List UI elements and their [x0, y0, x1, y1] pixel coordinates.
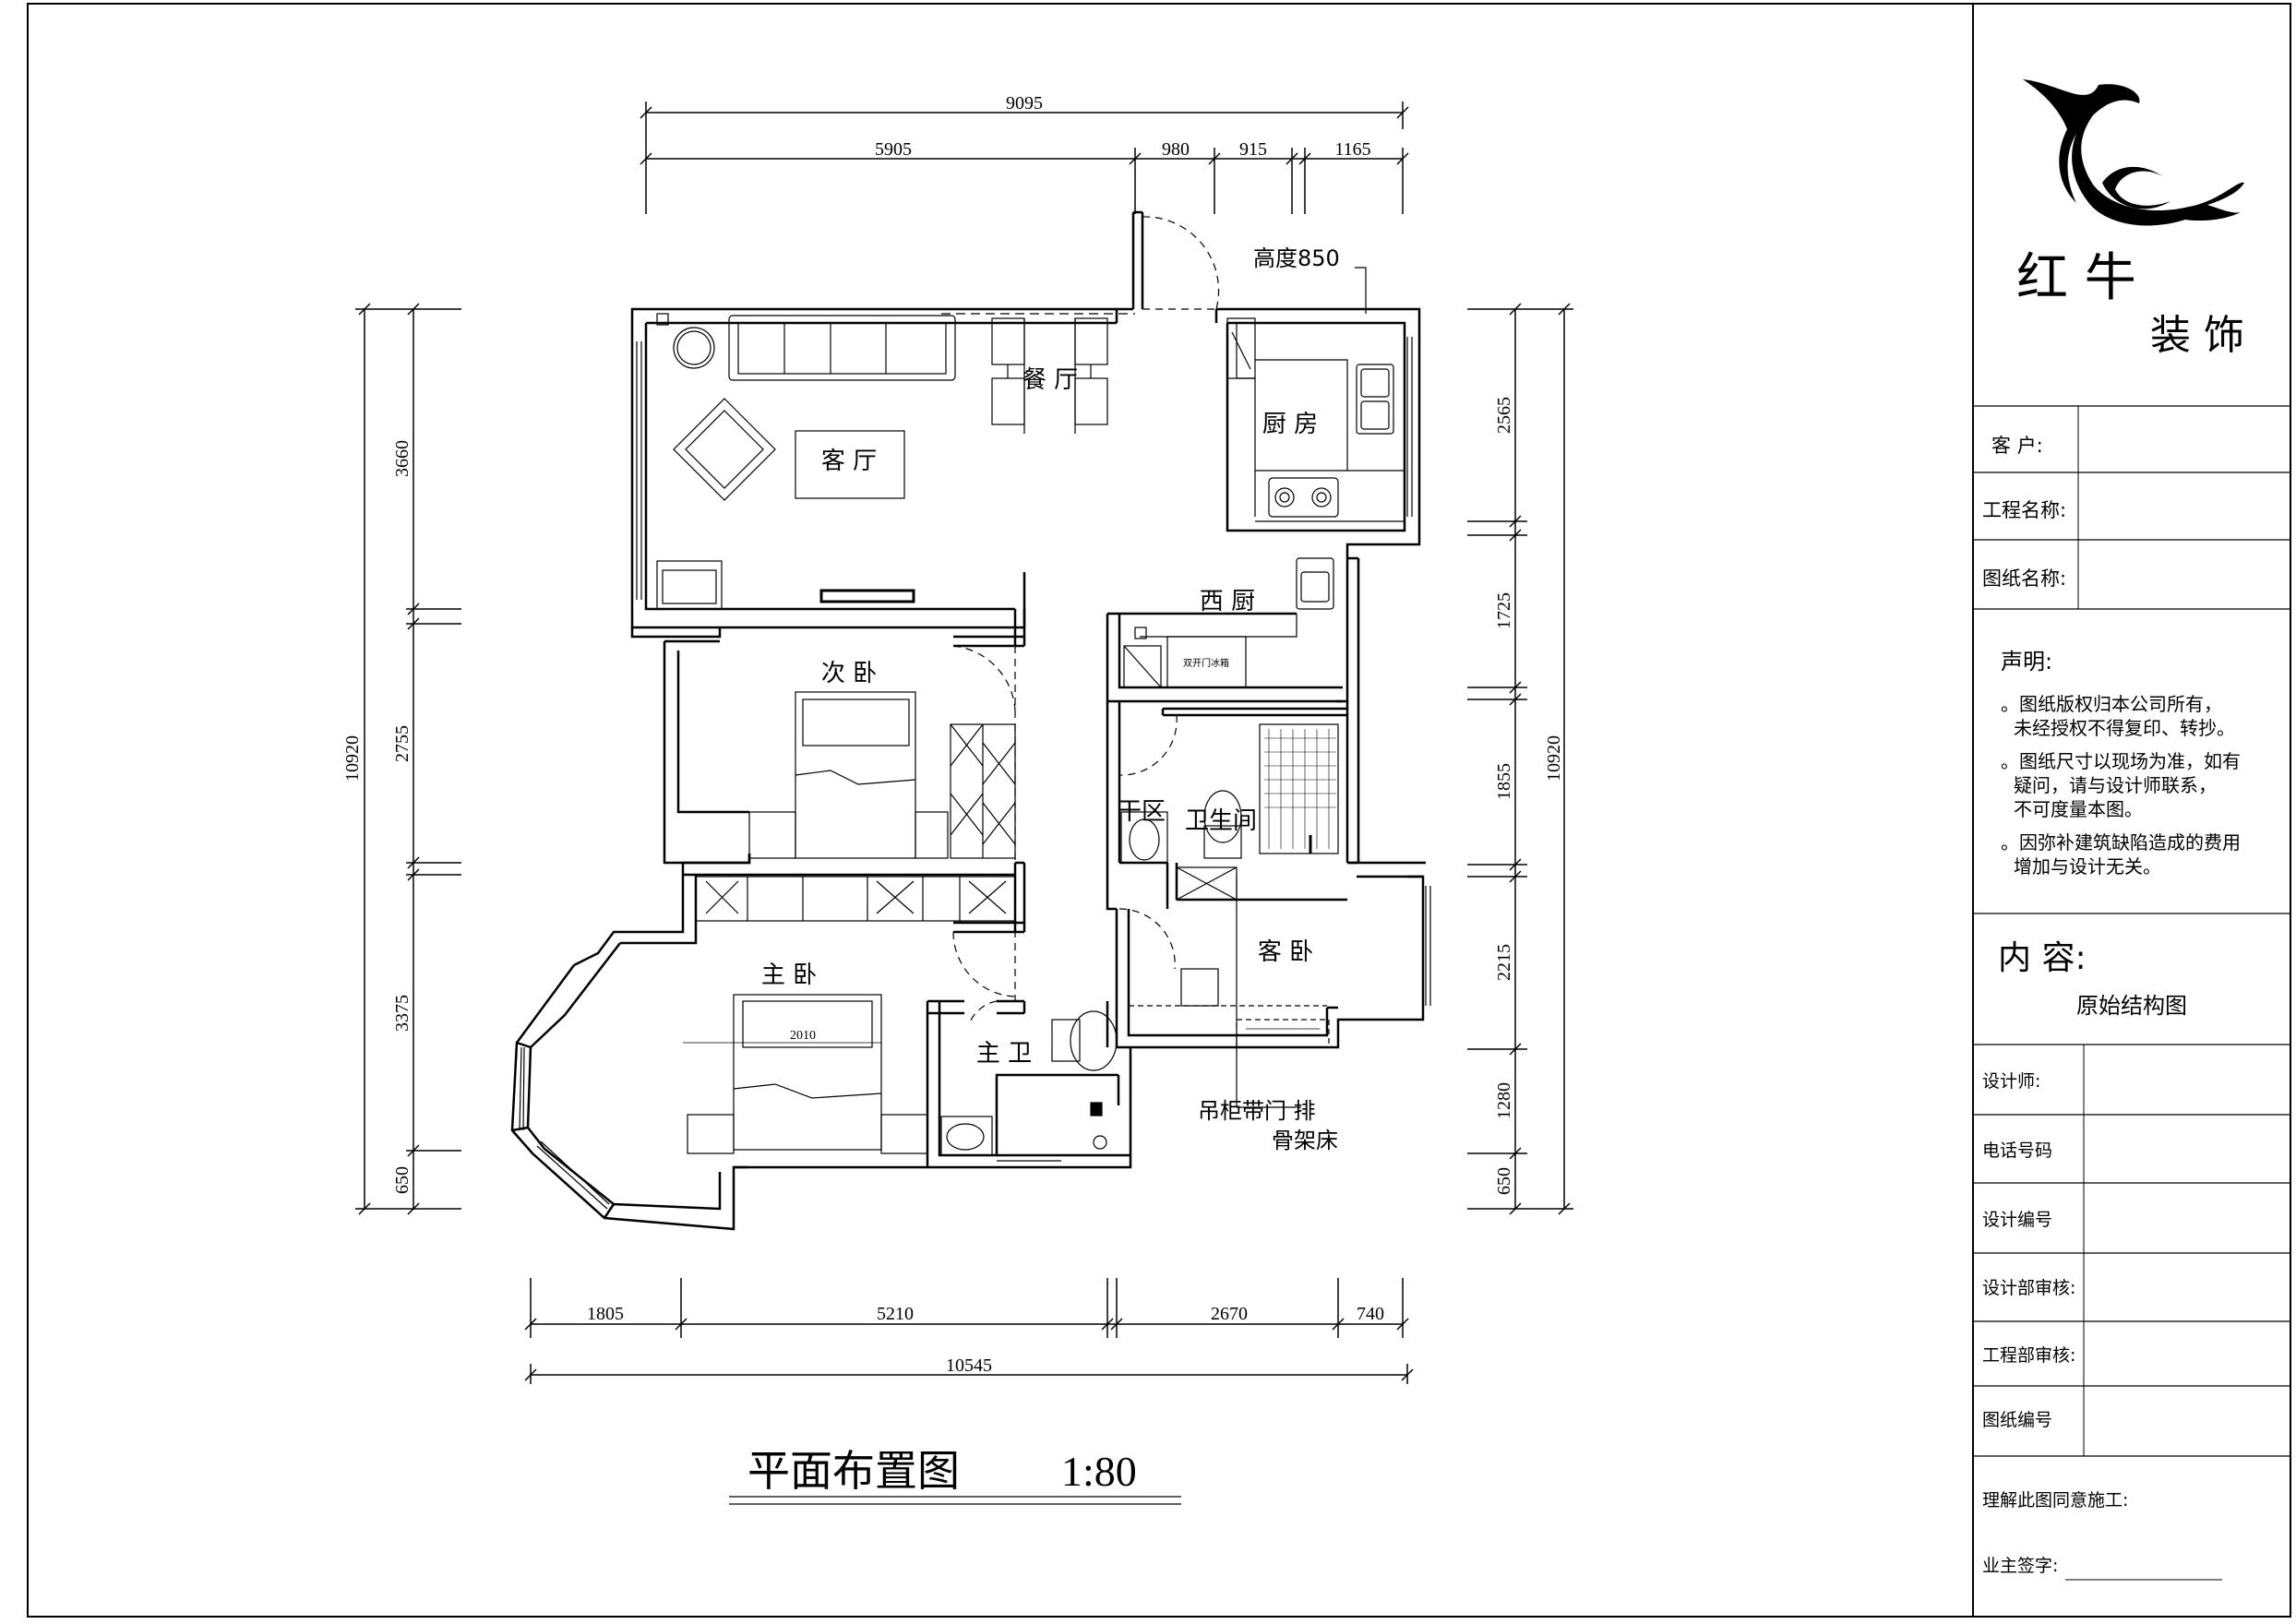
dim-right-2: 1725 [1494, 592, 1514, 629]
dim-right-total: 10920 [1544, 735, 1564, 782]
dim-bottom-2: 5210 [877, 1304, 914, 1324]
label-master-bedroom: 主 卧 [761, 961, 817, 989]
design-number-label: 设计编号 [1982, 1210, 2052, 1230]
annotations: 高度850 双开门冰箱 2010 吊柜带门 排 骨架床 [790, 245, 1340, 1153]
phone-label: 电话号码 [1982, 1140, 2052, 1161]
brand-logo [2023, 79, 2244, 226]
label-dry-area: 干区 [1118, 798, 1166, 826]
cabinet-note-2: 骨架床 [1272, 1128, 1338, 1153]
dim-right-1: 2565 [1494, 397, 1514, 434]
walls [510, 210, 1431, 1231]
label-kitchen: 厨 房 [1262, 411, 1318, 438]
drawing-title: 平面布置图 1:80 [729, 1448, 1181, 1505]
furniture [656, 267, 1405, 1156]
dim-right-6: 650 [1494, 1167, 1514, 1195]
dim-top-2: 980 [1162, 139, 1190, 160]
declaration-line-3: 。图纸尺寸以现场为准，如有 [2001, 750, 2241, 772]
dim-top-total: 9095 [1006, 93, 1043, 113]
title-block-text: 红 牛 装 饰 客 户: 工程名称: 图纸名称: 声明: 。图纸版权归本公司所有… [1982, 248, 2244, 1576]
height-note: 高度850 [1253, 245, 1340, 271]
dim-bottom-total: 10545 [946, 1355, 992, 1376]
drawing-scale: 1:80 [1061, 1448, 1137, 1495]
dim-left-3: 3375 [392, 995, 413, 1032]
client-label: 客 户: [1991, 435, 2043, 457]
label-west-kitchen: 西 厨 [1200, 588, 1255, 615]
label-second-bedroom: 次 卧 [821, 660, 877, 687]
title-block [1972, 4, 2290, 1617]
drawing-number-label: 图纸编号 [1982, 1410, 2052, 1430]
dim-left-2: 2755 [392, 725, 413, 762]
drawing-title-text: 平面布置图 [747, 1448, 960, 1495]
designer-label: 设计师: [1982, 1071, 2040, 1092]
design-review-label: 设计部审核: [1982, 1278, 2075, 1298]
fridge-label: 双开门冰箱 [1183, 657, 1229, 669]
dim-bottom-1: 1805 [587, 1304, 624, 1324]
dim-left-1: 3660 [392, 440, 413, 477]
engineering-review-label: 工程部审核: [1982, 1345, 2075, 1366]
content-value: 原始结构图 [2076, 993, 2187, 1019]
bed-width-label: 2010 [790, 1029, 816, 1043]
dimension-labels: 9095 5905 980 915 1165 1805 5210 2670 74… [342, 93, 1564, 1376]
drawing-name-label: 图纸名称: [1982, 567, 2066, 590]
label-dining-room: 餐 厅 [1022, 366, 1078, 394]
dim-right-5: 1280 [1494, 1082, 1514, 1119]
door-swings [952, 216, 1220, 1025]
declaration-line-1: 。图纸版权归本公司所有， [2001, 693, 2222, 715]
project-name-label: 工程名称: [1982, 499, 2066, 521]
owner-signature-label: 业主签字: [1982, 1556, 2058, 1576]
declaration-heading: 声明: [2001, 649, 2052, 675]
label-guest-bedroom: 客 卧 [1258, 938, 1313, 966]
dim-top-1: 5905 [875, 139, 912, 160]
brand-name-line1: 红 牛 [2016, 248, 2136, 308]
agree-construction-label: 理解此图同意施工: [1982, 1490, 2128, 1511]
declaration-line-5: 不可度量本图。 [2014, 798, 2143, 820]
dim-left-total: 10920 [342, 735, 363, 782]
dimension-lines [355, 102, 1573, 1384]
cabinet-note-1: 吊柜带门 排 [1198, 1098, 1316, 1124]
label-bathroom: 卫生间 [1185, 807, 1257, 835]
dim-left-4: 650 [392, 1166, 413, 1194]
dim-right-3: 1855 [1494, 763, 1514, 800]
dim-top-4: 1165 [1334, 139, 1370, 160]
brand-name-line2: 装 饰 [2150, 312, 2244, 359]
dim-top-3: 915 [1239, 139, 1267, 160]
label-master-bath: 主 卫 [976, 1040, 1032, 1068]
dim-bottom-3: 2670 [1211, 1304, 1248, 1324]
declaration-line-4: 疑问，请与设计师联系， [2014, 774, 2217, 796]
dim-right-4: 2215 [1494, 944, 1514, 981]
room-labels: 客 厅 餐 厅 厨 房 西 厨 次 卧 主 卧 客 卧 卫生间 干区 主 卫 [761, 366, 1318, 1068]
label-living-room: 客 厅 [821, 448, 877, 475]
declaration-line-6: 。因弥补建筑缺陷造成的费用 [2001, 831, 2241, 854]
dim-bottom-4: 740 [1357, 1304, 1384, 1324]
shower-grid [1264, 729, 1336, 849]
content-heading: 内 容: [1998, 939, 2087, 977]
declaration-line-7: 增加与设计无关。 [2014, 855, 2161, 878]
sheet-border [27, 3, 2291, 1618]
declaration-line-2: 未经授权不得复印、转抄。 [2014, 717, 2235, 739]
